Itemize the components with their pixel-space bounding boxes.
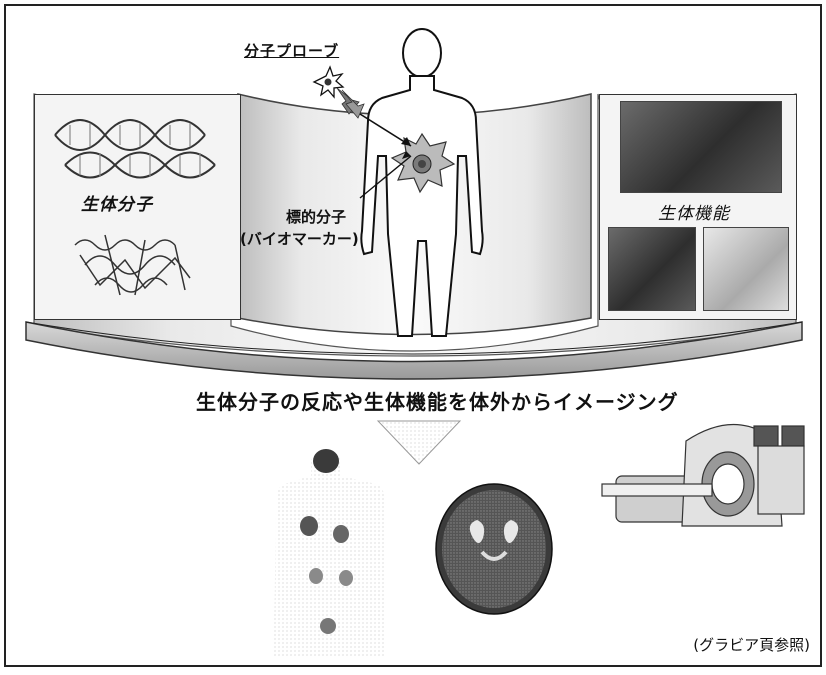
eating-person-photo	[703, 227, 789, 311]
pet-body-scan-image	[274, 449, 386, 656]
headline: 生体分子の反応や生体機能を体外からイメージング	[196, 386, 679, 415]
laughing-person-photo	[608, 227, 696, 311]
biomolecule-label: 生体分子	[81, 190, 153, 215]
biomolecule-panel: 生体分子	[34, 94, 241, 320]
brain-scan-image	[436, 484, 552, 614]
pet-scanner-image	[602, 425, 804, 527]
body-function-label: 生体機能	[658, 199, 730, 224]
down-arrow-icon	[378, 421, 460, 464]
target-label-line1: 標的分子	[286, 206, 346, 227]
target-label-line2: (バイオマーカー)	[240, 228, 359, 249]
probe-label: 分子プローブ	[244, 40, 339, 61]
figure-canvas: 生体分子 生体機能 分子プローブ 標的分子 (バイオマーカー) 生体分子の反応や…	[4, 4, 822, 667]
protein-structure-icon	[75, 235, 190, 295]
body-function-panel: 生体機能	[599, 94, 797, 320]
footnote: (グラビア頁参照)	[693, 634, 810, 655]
exercise-photo	[620, 101, 782, 193]
